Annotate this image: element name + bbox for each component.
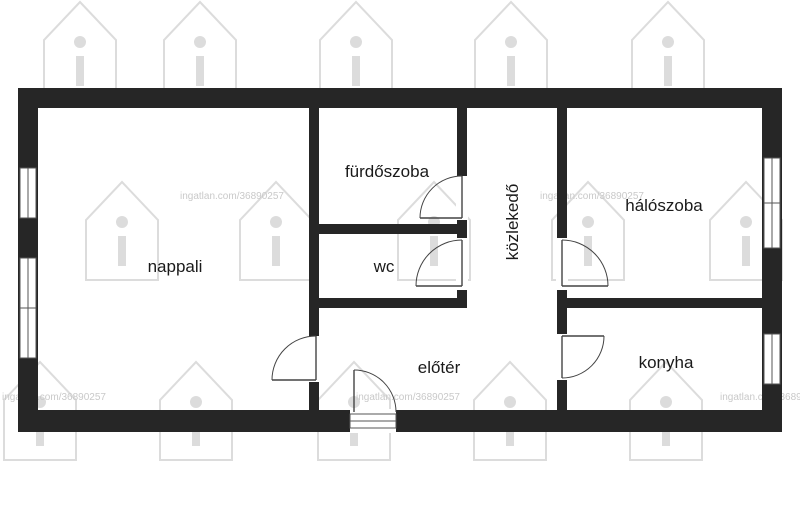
room-label-furdoszoba: fürdőszoba — [345, 162, 430, 181]
room-label-eloter: előtér — [418, 358, 461, 377]
watermark-text: ingatlan.com/36890257 — [540, 191, 644, 202]
watermark-house-icon — [43, 0, 117, 101]
window-left-upper — [19, 167, 37, 219]
door-nappali — [271, 335, 317, 381]
room-labels: nappali fürdőszoba wc közlekedő hálószob… — [148, 162, 704, 377]
watermark-text: ingatlan.com/36890257 — [720, 392, 800, 403]
door-haloszoba — [561, 239, 609, 287]
walls — [18, 88, 782, 432]
room-label-konyha: konyha — [639, 353, 694, 372]
watermark-text: ingatlan.com/36890257 — [180, 191, 284, 202]
outer-wall-bottom — [18, 410, 782, 432]
watermark-house-icon — [319, 0, 393, 101]
wall-nappali-right — [309, 106, 319, 412]
watermark-text: ingatlan.com/36890257 — [2, 392, 106, 403]
watermark-text: ingatlan.com/36890257 — [356, 392, 460, 403]
room-label-kozlekedo: közlekedő — [503, 184, 522, 261]
room-label-nappali: nappali — [148, 257, 203, 276]
watermark-house-icon — [239, 180, 313, 281]
wall-bedroom-kitchen — [557, 298, 764, 308]
watermark-house-icon — [631, 0, 705, 101]
window-right-bedroom — [763, 157, 781, 249]
wall-wc-bottom — [317, 298, 467, 308]
watermark-house-icon — [85, 180, 159, 281]
watermark-house-icon — [551, 180, 625, 281]
room-label-haloszoba: hálószoba — [625, 196, 703, 215]
windows — [19, 157, 781, 385]
wall-bath-wc — [317, 224, 467, 234]
door-konyha — [561, 335, 605, 379]
window-right-kitchen — [763, 333, 781, 385]
watermark-house-icon — [163, 0, 237, 101]
window-left-lower — [19, 257, 37, 359]
door-furdoszoba — [419, 175, 463, 219]
doors — [271, 175, 609, 429]
room-label-wc: wc — [373, 257, 395, 276]
watermark-house-icon — [474, 0, 548, 101]
door-wc — [415, 239, 463, 287]
door-entrance — [349, 369, 397, 429]
outer-wall-top — [18, 88, 782, 108]
